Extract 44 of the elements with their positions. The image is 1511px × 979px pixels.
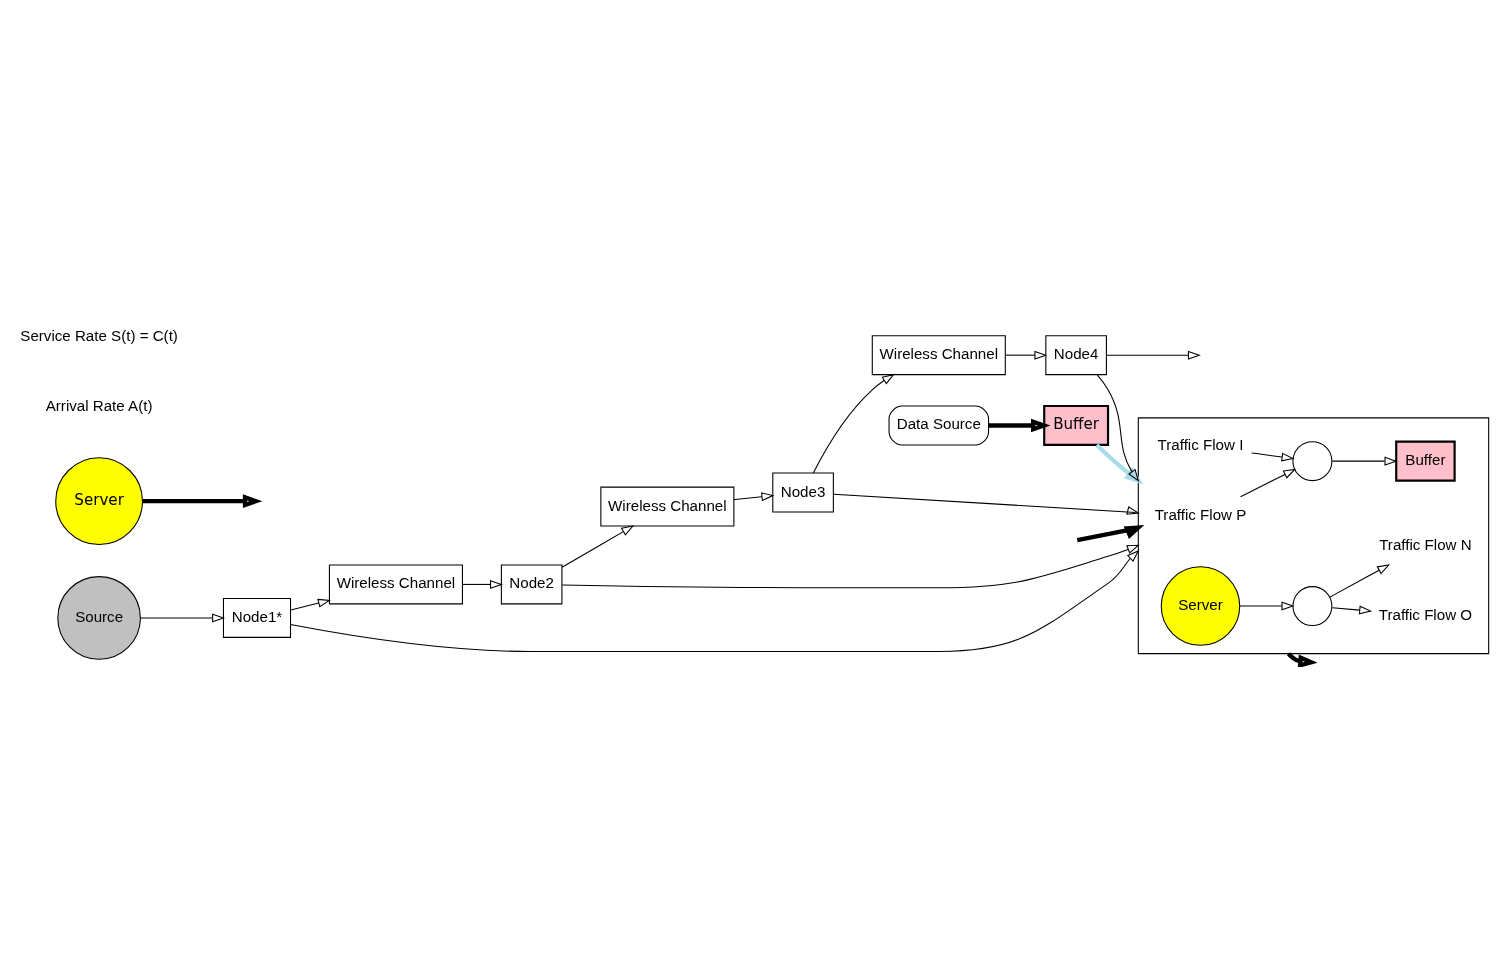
node-box: Node1*: [222, 597, 292, 638]
arrow: [1331, 456, 1398, 466]
node-box: Node3: [772, 472, 834, 512]
node-box: Wireless Channel: [871, 334, 1006, 375]
arrow: [988, 418, 1051, 432]
arrow: [1331, 605, 1373, 615]
arrow: [1076, 524, 1145, 542]
arrow: [1105, 350, 1201, 360]
arrow: [733, 491, 775, 501]
arrow: [140, 612, 226, 622]
node-circle: Source: [57, 575, 141, 660]
node-circle: Server: [1160, 565, 1241, 646]
cluster: [1137, 416, 1490, 654]
arrow: [833, 493, 1140, 515]
node-box: Data Source: [888, 404, 990, 445]
arrow: [290, 549, 1140, 652]
node-circle: [1292, 440, 1333, 481]
node-box: Node4: [1045, 334, 1107, 375]
node-box: Buffer: [1043, 404, 1110, 446]
node-circle: [1292, 585, 1333, 626]
node-circle: Server: [55, 456, 143, 545]
arrow: [1095, 442, 1144, 485]
node-text: Traffic Flow N: [1379, 535, 1472, 552]
node-box: Wireless Channel: [600, 486, 735, 527]
arrow: [1240, 468, 1297, 497]
arrow: [812, 373, 895, 474]
arrow: [1004, 350, 1048, 360]
node-text: Traffic Flow P: [1154, 505, 1247, 523]
arrow: [1251, 451, 1295, 462]
node-text: Traffic Flow I: [1157, 435, 1244, 453]
arrow: [462, 579, 503, 589]
arrow: [290, 598, 331, 610]
arrow: [142, 493, 263, 508]
arrow: [1239, 601, 1295, 611]
node-box: Wireless Channel: [328, 563, 463, 604]
node-box: Buffer: [1395, 440, 1456, 482]
arrow: [561, 544, 1140, 588]
arrow: [561, 524, 635, 568]
label: Arrival Rate A(t): [45, 396, 153, 414]
label: Service Rate S(t) = C(t): [20, 326, 178, 344]
node-box: Node2: [500, 563, 563, 604]
node-text: Traffic Flow O: [1378, 605, 1473, 623]
arrow: [1096, 373, 1140, 482]
arrow: [1329, 563, 1391, 598]
